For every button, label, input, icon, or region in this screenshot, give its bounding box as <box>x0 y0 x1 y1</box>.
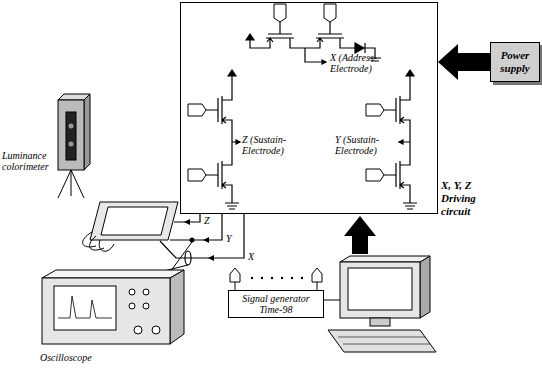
signal-name: Y <box>226 233 232 244</box>
node-text: X, Y, Z Driving circuit <box>441 179 505 218</box>
signal-generator-box: Signal generator Time-98 <box>228 290 324 318</box>
display-panel <box>83 202 178 251</box>
probe-cable <box>160 242 192 272</box>
wire-arrowhead <box>208 255 214 261</box>
luminance-colorimeter <box>58 94 90 198</box>
oscilloscope <box>42 270 184 344</box>
power-supply-box: Power supply <box>490 42 540 82</box>
signal-name: Z <box>204 215 210 226</box>
node-text: Power supply <box>494 49 536 75</box>
device-label: Luminance colorimeter <box>2 150 54 172</box>
left-transistor-stack <box>188 70 240 209</box>
control-arrow <box>344 216 376 254</box>
node-text: Signal generator Time-98 <box>232 293 320 315</box>
driving-circuit-box: X, Y, Z Driving circuit <box>180 2 438 214</box>
signal-name: X <box>248 251 254 262</box>
wire-arrowhead <box>203 237 209 243</box>
electrode-label: X (Address-Electrode) <box>330 52 400 74</box>
wire-arrowhead <box>184 219 190 225</box>
voltage-probe <box>190 238 195 243</box>
electrode-label: Z (Sustain-Electrode) <box>242 134 304 156</box>
current-probe <box>185 251 191 265</box>
device-label: Oscilloscope <box>40 352 92 363</box>
supply-arrow <box>438 44 490 80</box>
electrode-label: Y (Sustain-Electrode) <box>335 134 397 156</box>
computer <box>328 256 436 352</box>
